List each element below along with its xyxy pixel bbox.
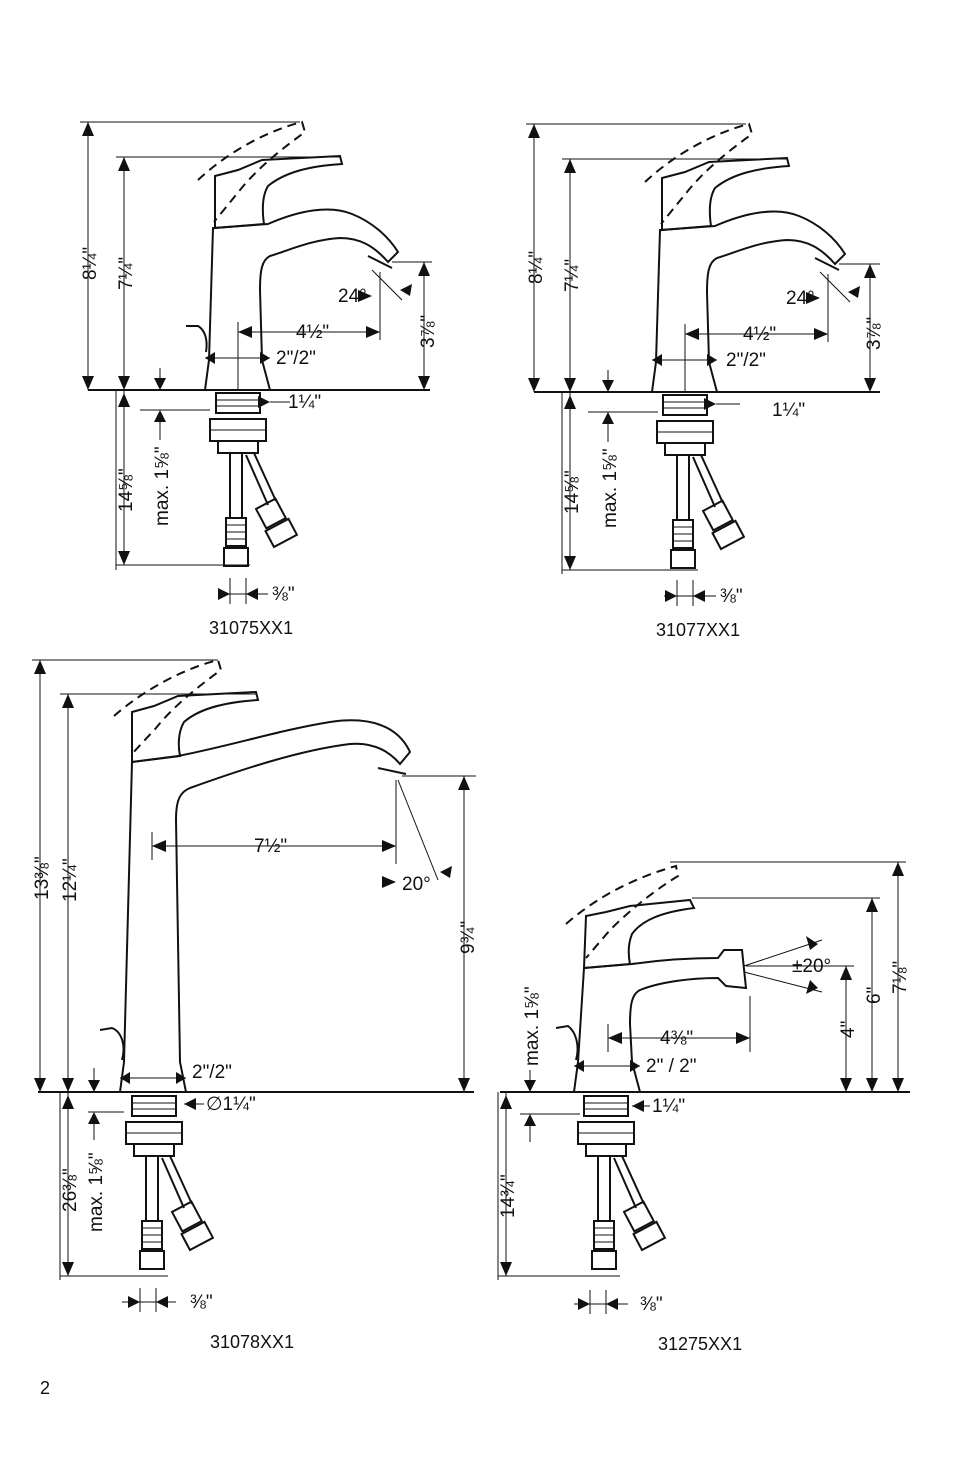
dim-supply: ⅜" [272, 584, 295, 605]
faucet-handle [661, 156, 791, 232]
faucet-handle [131, 690, 260, 764]
model-number: 31075XX1 [209, 618, 293, 638]
dim-thread: 1¼" [288, 392, 321, 413]
dim-aerator: 2"/2" [726, 350, 766, 371]
dim-supply: ⅜" [720, 586, 743, 607]
drawing-31077: 8¼" 7¼" 4½" 3⅞" 24° 2"/2" 1¼" max. 1⅝" 1… [526, 122, 885, 640]
dim-angle: 24° [338, 286, 367, 307]
dim-clearance: 3⅞" [418, 315, 439, 348]
dim-below-deck: 14⅝" [116, 468, 137, 512]
dim-angle: ±20° [792, 956, 831, 977]
dim-max-deck: max. 1⅝" [522, 986, 543, 1066]
dim-nozzle-height: 4" [838, 1021, 859, 1038]
dim-thread: 1¼" [772, 400, 805, 421]
model-number: 31275XX1 [658, 1334, 742, 1354]
dim-clearance: 9¾" [458, 921, 479, 954]
dim-supply: ⅜" [640, 1294, 663, 1315]
faucet-handle [582, 898, 696, 970]
dim-spout-height: 6" [864, 987, 885, 1004]
drawing-31075: 8¼" 7¼" 4½" 3⅞" 24° 2"/2" 1¼" max. 1⅝" 1… [80, 120, 439, 638]
dim-spout-height: 7¼" [116, 257, 137, 290]
dim-reach: 7½" [254, 836, 287, 857]
dim-aerator: 2"/2" [276, 348, 316, 369]
dim-aerator: 2"/2" [192, 1062, 232, 1083]
dim-below-deck: 26⅜" [60, 1168, 81, 1212]
dim-below-deck: 14¾" [498, 1174, 519, 1218]
dim-reach: 4½" [296, 322, 329, 343]
dim-angle: 24° [786, 288, 815, 309]
dim-clearance: 3⅞" [864, 317, 885, 350]
dim-thread: ∅1¼" [206, 1094, 256, 1115]
dim-below-deck: 14⅝" [562, 470, 583, 514]
dim-overall-height: 8¼" [526, 251, 547, 284]
faucet-handle [214, 154, 344, 230]
faucet-body [650, 210, 847, 393]
dim-max-deck: max. 1⅝" [152, 446, 173, 526]
faucet-body [572, 949, 748, 1093]
drawing-31078: 13⅜" 12¼" 7½" 20° 9¾" 2"/2" ∅1¼" max. 1⅝… [32, 658, 479, 1352]
drawing-31275: 7⅛" 6" 4" ±20° 4⅜" 2" / 2" 1¼" max. 1⅝" … [497, 861, 911, 1354]
dim-spout-height: 12¼" [60, 858, 81, 902]
dim-supply: ⅜" [190, 1292, 213, 1313]
dim-aerator: 2" / 2" [646, 1056, 696, 1077]
dim-reach: 4½" [743, 324, 776, 345]
model-number: 31077XX1 [656, 620, 740, 640]
dim-max-deck: max. 1⅝" [600, 448, 621, 528]
dim-spout-height: 7¼" [562, 259, 583, 292]
dim-max-deck: max. 1⅝" [86, 1152, 107, 1232]
dim-thread: 1¼" [652, 1096, 685, 1117]
dim-overall-height: 8¼" [80, 247, 101, 280]
faucet-body [203, 208, 400, 391]
dim-angle: 20° [402, 874, 431, 895]
dim-overall-height: 7⅛" [890, 961, 911, 994]
dim-reach: 4⅜" [660, 1028, 693, 1049]
page-number: 2 [40, 1378, 50, 1398]
faucet-body [118, 719, 412, 1093]
dim-overall-height: 13⅜" [32, 856, 53, 900]
model-number: 31078XX1 [210, 1332, 294, 1352]
